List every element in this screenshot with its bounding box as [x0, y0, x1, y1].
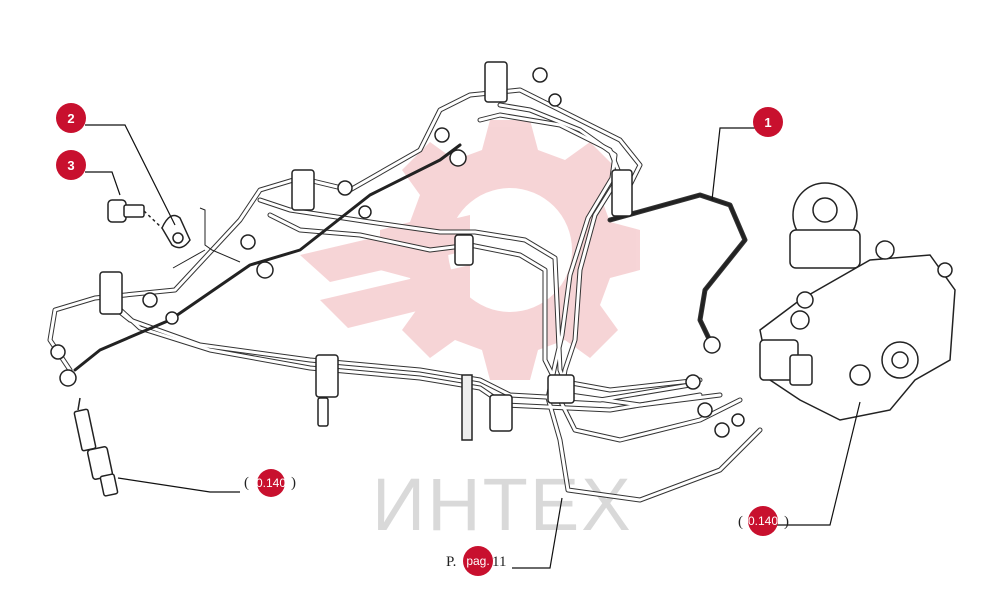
ref-suffix: ): [291, 475, 296, 491]
watermark-gear-logo: [300, 120, 640, 380]
injector: [73, 397, 119, 497]
ref-prefix: P.: [446, 554, 456, 570]
injection-pump: [759, 182, 956, 421]
callout-number: 2: [67, 111, 74, 126]
banjo-washer: [161, 214, 191, 249]
injector-reference[interactable]: ( 0.140 ): [244, 469, 296, 497]
ref-prefix: (: [738, 514, 743, 530]
callout-2[interactable]: 2: [56, 103, 86, 133]
callout-1[interactable]: 1: [753, 107, 783, 137]
ref-prefix: (: [244, 475, 249, 491]
ref-value: pag.: [466, 554, 489, 568]
pipe-clamps: [99, 61, 633, 441]
watermark-text: ИНТЕХ: [372, 463, 633, 546]
pipe-nuts: [50, 67, 745, 438]
ref-value: 0.140: [748, 514, 778, 528]
ref-value: 0.140: [256, 476, 286, 490]
pump-reference[interactable]: ( 0.140 ): [738, 506, 789, 536]
callout-number: 3: [67, 158, 74, 173]
banjo-bolt: [107, 199, 163, 229]
callout-3[interactable]: 3: [56, 150, 86, 180]
callout-number: 1: [764, 115, 771, 130]
pipe-page-reference[interactable]: P. pag. 11: [446, 546, 506, 576]
watermark: ИНТЕХ: [300, 120, 640, 546]
ref-suffix: ): [784, 514, 789, 530]
ref-suffix: 11: [492, 554, 506, 570]
leader-lines: [85, 124, 861, 569]
bracket-line: [172, 207, 241, 269]
